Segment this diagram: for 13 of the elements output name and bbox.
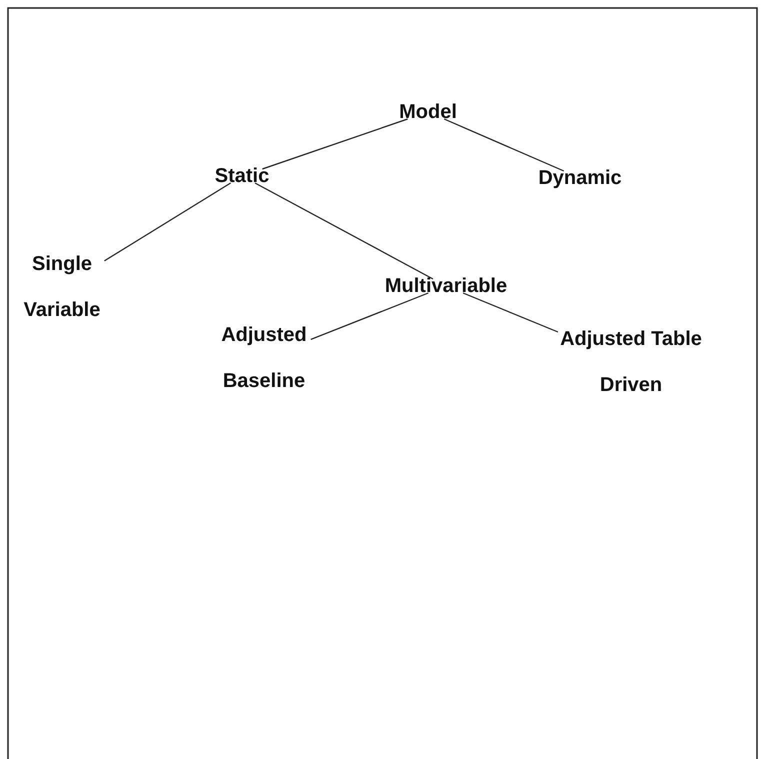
node-label: Model [399,101,457,123]
connector-line [444,118,564,172]
connector-line [254,182,434,280]
node-label: Adjusted Table Driven [560,328,702,396]
node-label: Adjusted Baseline [221,324,307,392]
node-label: Single Variable [24,253,100,321]
connector-line [310,292,429,340]
connector-line [262,118,408,170]
connector-line [462,292,558,333]
connector-line [104,182,231,262]
node-label: Dynamic [538,167,622,189]
node-label: Static [214,165,270,187]
node-label: Multivariable [384,275,508,297]
